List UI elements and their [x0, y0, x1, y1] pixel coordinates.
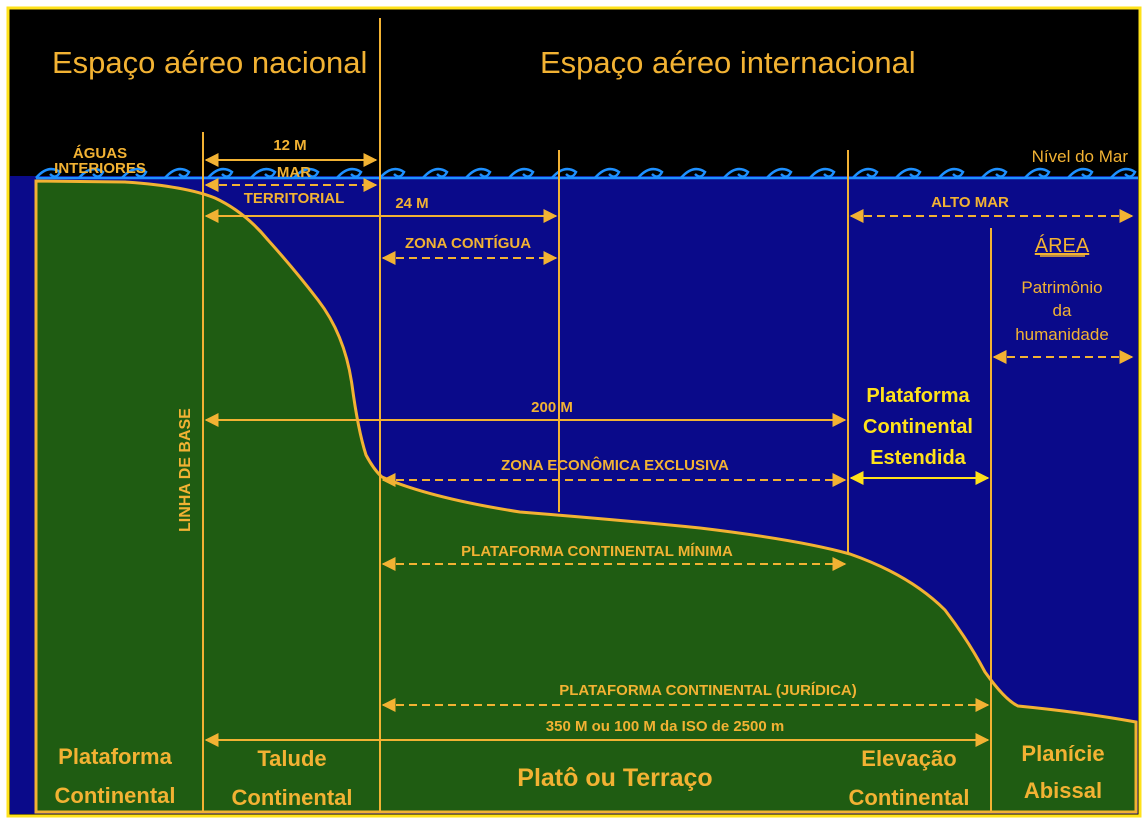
- high-seas-label: ALTO MAR: [931, 194, 1009, 211]
- area-desc-3: humanidade: [1015, 325, 1109, 344]
- plateau-label: Platô ou Terraço: [517, 764, 712, 792]
- area-desc-2: da: [1053, 301, 1072, 320]
- continental-shelf-label-1: Plataforma: [58, 744, 172, 769]
- inland-waters-label-1: ÁGUAS: [73, 145, 127, 162]
- sea-level-label: Nível do Mar: [1032, 147, 1129, 166]
- continental-rise-label-1: Elevação: [861, 746, 956, 771]
- legal-shelf-label: PLATAFORMA CONTINENTAL (JURÍDICA): [559, 682, 856, 699]
- continental-shelf-label-2: Continental: [55, 783, 176, 808]
- inland-waters-label-2: INTERIORES: [54, 160, 146, 177]
- area-desc-1: Patrimônio: [1021, 278, 1102, 297]
- extended-shelf-label-3: Estendida: [870, 447, 966, 469]
- wave-crests: [35, 167, 1137, 179]
- continental-rise-label-2: Continental: [849, 785, 970, 810]
- continental-slope-label-1: Talude: [257, 746, 326, 771]
- abyssal-plain-label-2: Abissal: [1024, 778, 1102, 803]
- eez-label: ZONA ECONÔMICA EXCLUSIVA: [501, 456, 729, 474]
- territorial-sea-label-2: TERRITORIAL: [244, 190, 345, 207]
- extended-shelf-label-1: Plataforma: [866, 385, 970, 407]
- baseline-label: LINHA DE BASE: [177, 408, 194, 532]
- contiguous-zone-label: ZONA CONTÍGUA: [405, 235, 531, 252]
- international-airspace-title: Espaço aéreo internacional: [540, 45, 916, 80]
- contiguous-distance-label: 24 M: [395, 195, 428, 212]
- min-shelf-label: PLATAFORMA CONTINENTAL MÍNIMA: [461, 543, 733, 560]
- abyssal-plain-label-1: Planície: [1021, 741, 1104, 766]
- territorial-distance-label: 12 M: [273, 137, 306, 154]
- legal-shelf-distance-label: 350 M ou 100 M da ISO de 2500 m: [546, 718, 784, 735]
- extended-shelf-label-2: Continental: [863, 416, 973, 438]
- continental-slope-label-2: Continental: [232, 785, 353, 810]
- territorial-sea-label-1: MAR: [277, 164, 311, 181]
- seabed-profile: [34, 179, 1138, 814]
- area-title: ÁREA: [1035, 234, 1090, 257]
- eez-distance-label: 200 M: [531, 399, 573, 416]
- national-airspace-title: Espaço aéreo nacional: [52, 45, 367, 80]
